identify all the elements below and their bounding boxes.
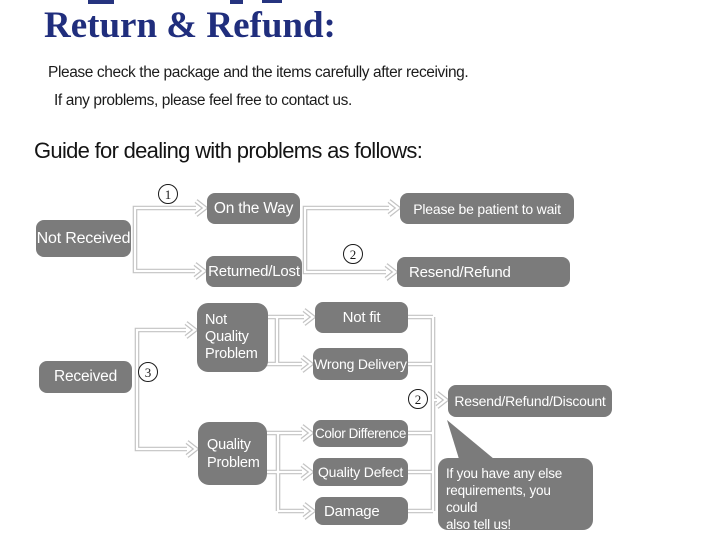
node-returned-lost: Returned/Lost xyxy=(206,256,302,287)
node-please-be-patient-label: Please be patient to wait xyxy=(413,200,561,217)
step-marker-2a: 2 xyxy=(343,244,363,264)
step-marker-3-number: 3 xyxy=(144,364,152,380)
step-marker-3: 3 xyxy=(138,362,158,382)
node-wrong-delivery-label: Wrong Delivery xyxy=(314,356,407,372)
top-crop-artifact xyxy=(230,0,243,4)
top-crop-artifact xyxy=(262,0,282,3)
node-resend-refund-discount-label: Resend/Refund/Discount xyxy=(454,393,606,409)
node-damage-label: Damage xyxy=(324,502,380,520)
step-marker-2b-number: 2 xyxy=(414,391,422,407)
node-quality-problem-line: Quality xyxy=(207,436,251,453)
node-resend-refund-discount: Resend/Refund/Discount xyxy=(448,385,612,417)
node-please-be-patient: Please be patient to wait xyxy=(400,193,574,224)
speech-bubble-line: If you have any else xyxy=(446,466,563,481)
page-title: Return & Refund: xyxy=(44,5,336,46)
node-quality-defect: Quality Defect xyxy=(313,458,408,486)
node-color-difference: Color Difference xyxy=(313,420,408,447)
speech-bubble-line: also tell us! xyxy=(446,517,511,532)
node-resend-refund: Resend/Refund xyxy=(397,257,570,287)
node-not-fit: Not fit xyxy=(315,302,408,333)
section-heading: Guide for dealing with problems as follo… xyxy=(34,138,423,163)
node-received: Received xyxy=(39,361,132,393)
node-returned-lost-label: Returned/Lost xyxy=(208,263,300,280)
intro-text-line2: If any problems, please feel free to con… xyxy=(54,92,352,109)
node-not-fit-label: Not fit xyxy=(342,309,381,326)
node-not-quality-problem: Not Quality Problem xyxy=(197,303,268,372)
node-not-quality-problem-line: Not xyxy=(205,312,227,328)
node-color-difference-label: Color Difference xyxy=(315,426,406,441)
node-on-the-way-label: On the Way xyxy=(213,199,294,217)
node-resend-refund-label: Resend/Refund xyxy=(409,263,511,281)
step-marker-1-number: 1 xyxy=(164,186,172,202)
node-not-quality-problem-line: Quality xyxy=(205,329,249,345)
node-quality-problem-line: Problem xyxy=(207,454,260,471)
speech-bubble: If you have any else requirements, you c… xyxy=(438,458,593,532)
node-received-label: Received xyxy=(53,368,118,385)
step-marker-1: 1 xyxy=(158,184,178,204)
step-marker-2a-number: 2 xyxy=(349,246,357,262)
node-quality-problem: Quality Problem xyxy=(198,422,267,485)
top-crop-artifact xyxy=(88,0,114,4)
node-not-received-label: Not Received xyxy=(36,229,131,247)
intro-text-line1: Please check the package and the items c… xyxy=(48,64,469,81)
node-quality-defect-label: Quality Defect xyxy=(317,464,404,480)
step-marker-2b: 2 xyxy=(408,389,428,409)
speech-bubble-tail xyxy=(447,420,494,459)
node-not-received: Not Received xyxy=(36,220,131,257)
node-not-quality-problem-line: Problem xyxy=(205,346,258,362)
node-on-the-way: On the Way xyxy=(207,193,300,224)
node-damage: Damage xyxy=(315,497,408,525)
speech-bubble-line: requirements, you could xyxy=(446,483,551,515)
node-wrong-delivery: Wrong Delivery xyxy=(313,348,408,380)
